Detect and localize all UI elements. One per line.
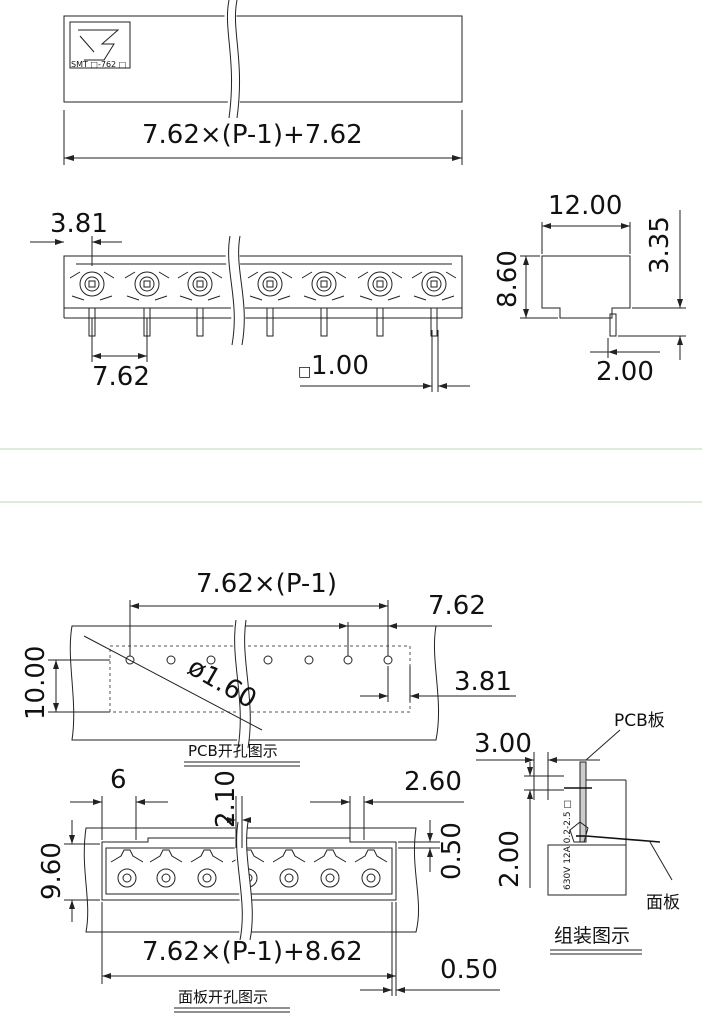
terminal-unit — [177, 271, 223, 337]
panel-terminal — [354, 849, 388, 888]
pcb-pitch-dim: 7.62 — [428, 591, 486, 621]
panel-terminal — [272, 849, 306, 888]
panel-terminal — [313, 849, 347, 888]
pcb-layout: 7.62×(P-1) 7.62 10.00 ø1.60 3.81 PCB开孔图示 — [21, 569, 516, 767]
top-view: SMT □-762 □ 7.62×(P-1)+7.62 — [63, 0, 463, 165]
pcb-hole — [166, 655, 176, 665]
terminal-unit — [411, 271, 457, 337]
panel-terminal — [149, 849, 183, 888]
pcb-span-dim: 7.62×(P-1) — [196, 569, 337, 599]
logo-text: SMT □-762 □ — [71, 60, 126, 69]
assembly-pcb-label: PCB板 — [614, 711, 665, 731]
assembly-caption: 组装图示 — [554, 925, 630, 947]
panel-side-gap-dim: 0.50 — [440, 955, 498, 985]
side-height-dim: 8.60 — [493, 250, 523, 308]
panel-slot-width-dim: 2.10 — [211, 770, 241, 828]
terminal-unit — [301, 271, 347, 337]
pcb-caption: PCB开孔图示 — [188, 742, 278, 760]
side-pin-offset-dim: 2.00 — [596, 357, 654, 387]
pcb-hole-diameter-dim: ø1.60 — [183, 652, 262, 715]
side-top-offset-dim: 3.35 — [645, 216, 675, 274]
pcb-hole — [383, 655, 393, 665]
pin-size-dim: 1.00 — [311, 351, 369, 381]
assembly-side-mark: 630V 12A 0.2-2.5 □ — [563, 800, 573, 890]
panel-caption: 面板开孔图示 — [178, 988, 268, 1006]
side-width-dim: 12.00 — [548, 191, 622, 221]
terminal-unit — [69, 271, 115, 337]
pcb-hole — [343, 655, 353, 665]
top-length-formula: 7.62×(P-1)+7.62 — [142, 120, 363, 150]
panel-layout: 6 2.10 2.60 0.50 9.60 7.62×(P-1)+8.62 — [37, 765, 500, 1013]
front-offset-dim: 3.81 — [50, 209, 108, 239]
panel-left-offset-dim: 6 — [110, 765, 127, 795]
terminal-unit — [247, 271, 293, 337]
logo: SMT □-762 □ — [69, 21, 131, 69]
panel-terminal — [190, 849, 224, 888]
pcb-edge-offset-dim: 3.81 — [454, 667, 512, 697]
panel-length-dim: 7.62×(P-1)+8.62 — [142, 937, 363, 967]
terminal-unit — [357, 271, 403, 337]
panel-right-offset-dim: 2.60 — [404, 767, 462, 797]
front-pitch-dim: 7.62 — [92, 362, 150, 392]
front-view: 3.81 7.62 □ 1.00 — [30, 209, 470, 392]
assembly-pcb-thickness-dim: 3.00 — [474, 729, 532, 759]
panel-top-gap-dim: 0.50 — [437, 822, 467, 880]
side-view: 12.00 8.60 3.35 2.00 — [493, 191, 686, 387]
pcb-height-dim: 10.00 — [21, 646, 51, 720]
assembly-panel-label: 面板 — [646, 893, 680, 913]
pcb-hole — [263, 655, 273, 665]
pcb-hole — [304, 655, 314, 665]
assembly-view: 630V 12A 0.2-2.5 □ PCB板 3.00 2.00 面板 组装图… — [474, 711, 680, 955]
pin-size-prefix: □ — [298, 364, 311, 380]
pcb-hole — [206, 655, 216, 665]
assembly-height-dim: 2.00 — [495, 830, 525, 888]
panel-height-dim: 9.60 — [37, 842, 67, 900]
panel-terminal — [110, 849, 144, 888]
